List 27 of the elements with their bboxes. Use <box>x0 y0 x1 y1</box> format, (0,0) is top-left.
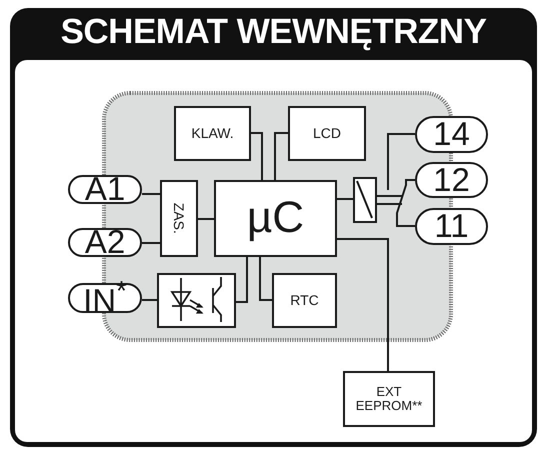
block-box: RTC <box>272 273 337 328</box>
block-box: LCD <box>288 106 366 161</box>
terminal: 11 <box>415 208 488 245</box>
connector-line <box>198 218 214 220</box>
relay-coil-box <box>353 177 377 223</box>
connector-line <box>376 195 403 205</box>
connector-line <box>274 132 288 180</box>
connector-line <box>337 238 389 371</box>
connector-line <box>396 179 415 227</box>
connector-line <box>236 257 248 303</box>
terminal: A2 <box>68 228 142 257</box>
block-box: KLAW. <box>174 106 251 161</box>
connector-line <box>142 193 160 195</box>
terminal: A1 <box>68 175 142 204</box>
terminal: 12 <box>415 162 488 198</box>
block-box: EXT EEPROM** <box>343 371 435 427</box>
connector-line <box>251 132 263 180</box>
connector-line <box>337 198 353 200</box>
connector-line <box>387 133 415 190</box>
block-box: ZAS. <box>160 180 198 257</box>
connector-line <box>259 257 272 301</box>
connector-line <box>142 299 157 301</box>
microcontroller-box: µC <box>214 180 337 257</box>
optocoupler-box <box>157 273 236 328</box>
title: SCHEMAT WEWNĘTRZNY <box>60 12 488 52</box>
connector-line <box>142 242 160 244</box>
terminal: 14 <box>415 116 488 153</box>
